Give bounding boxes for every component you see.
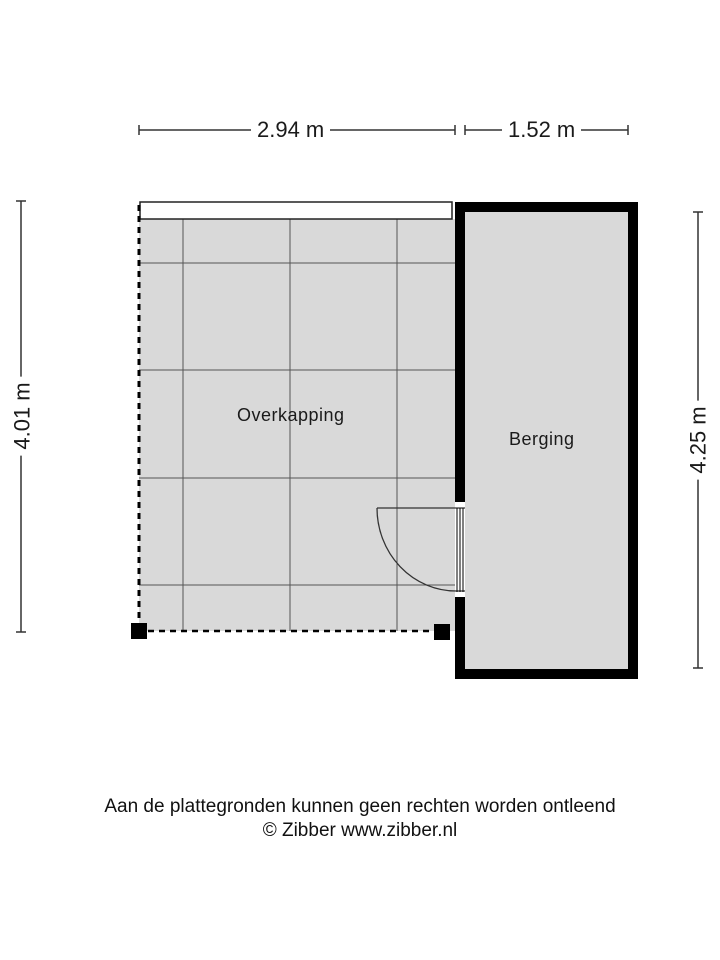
berging-floor	[463, 211, 630, 671]
door-swing	[376, 507, 457, 592]
disclaimer-text: Aan de plattegronden kunnen geen rechten…	[104, 796, 616, 817]
room-label-berging: Berging	[509, 429, 575, 449]
dimension-right: 4.25 m	[686, 400, 711, 480]
dimension-top-left: 2.94 m	[251, 118, 331, 142]
dimension-top-right: 1.52 m	[502, 118, 582, 142]
door-frame	[455, 502, 465, 597]
berging-walls	[455, 202, 638, 679]
post-bottom-left	[131, 623, 147, 639]
post-bottom-right	[434, 624, 450, 640]
overkapping-floor	[139, 219, 457, 631]
tile-grid	[139, 219, 457, 631]
dimension-left: 4.01 m	[10, 376, 35, 456]
roof-beam	[139, 201, 453, 220]
room-label-overkapping: Overkapping	[237, 405, 345, 425]
copyright-text: © Zibber www.zibber.nl	[262, 820, 458, 841]
